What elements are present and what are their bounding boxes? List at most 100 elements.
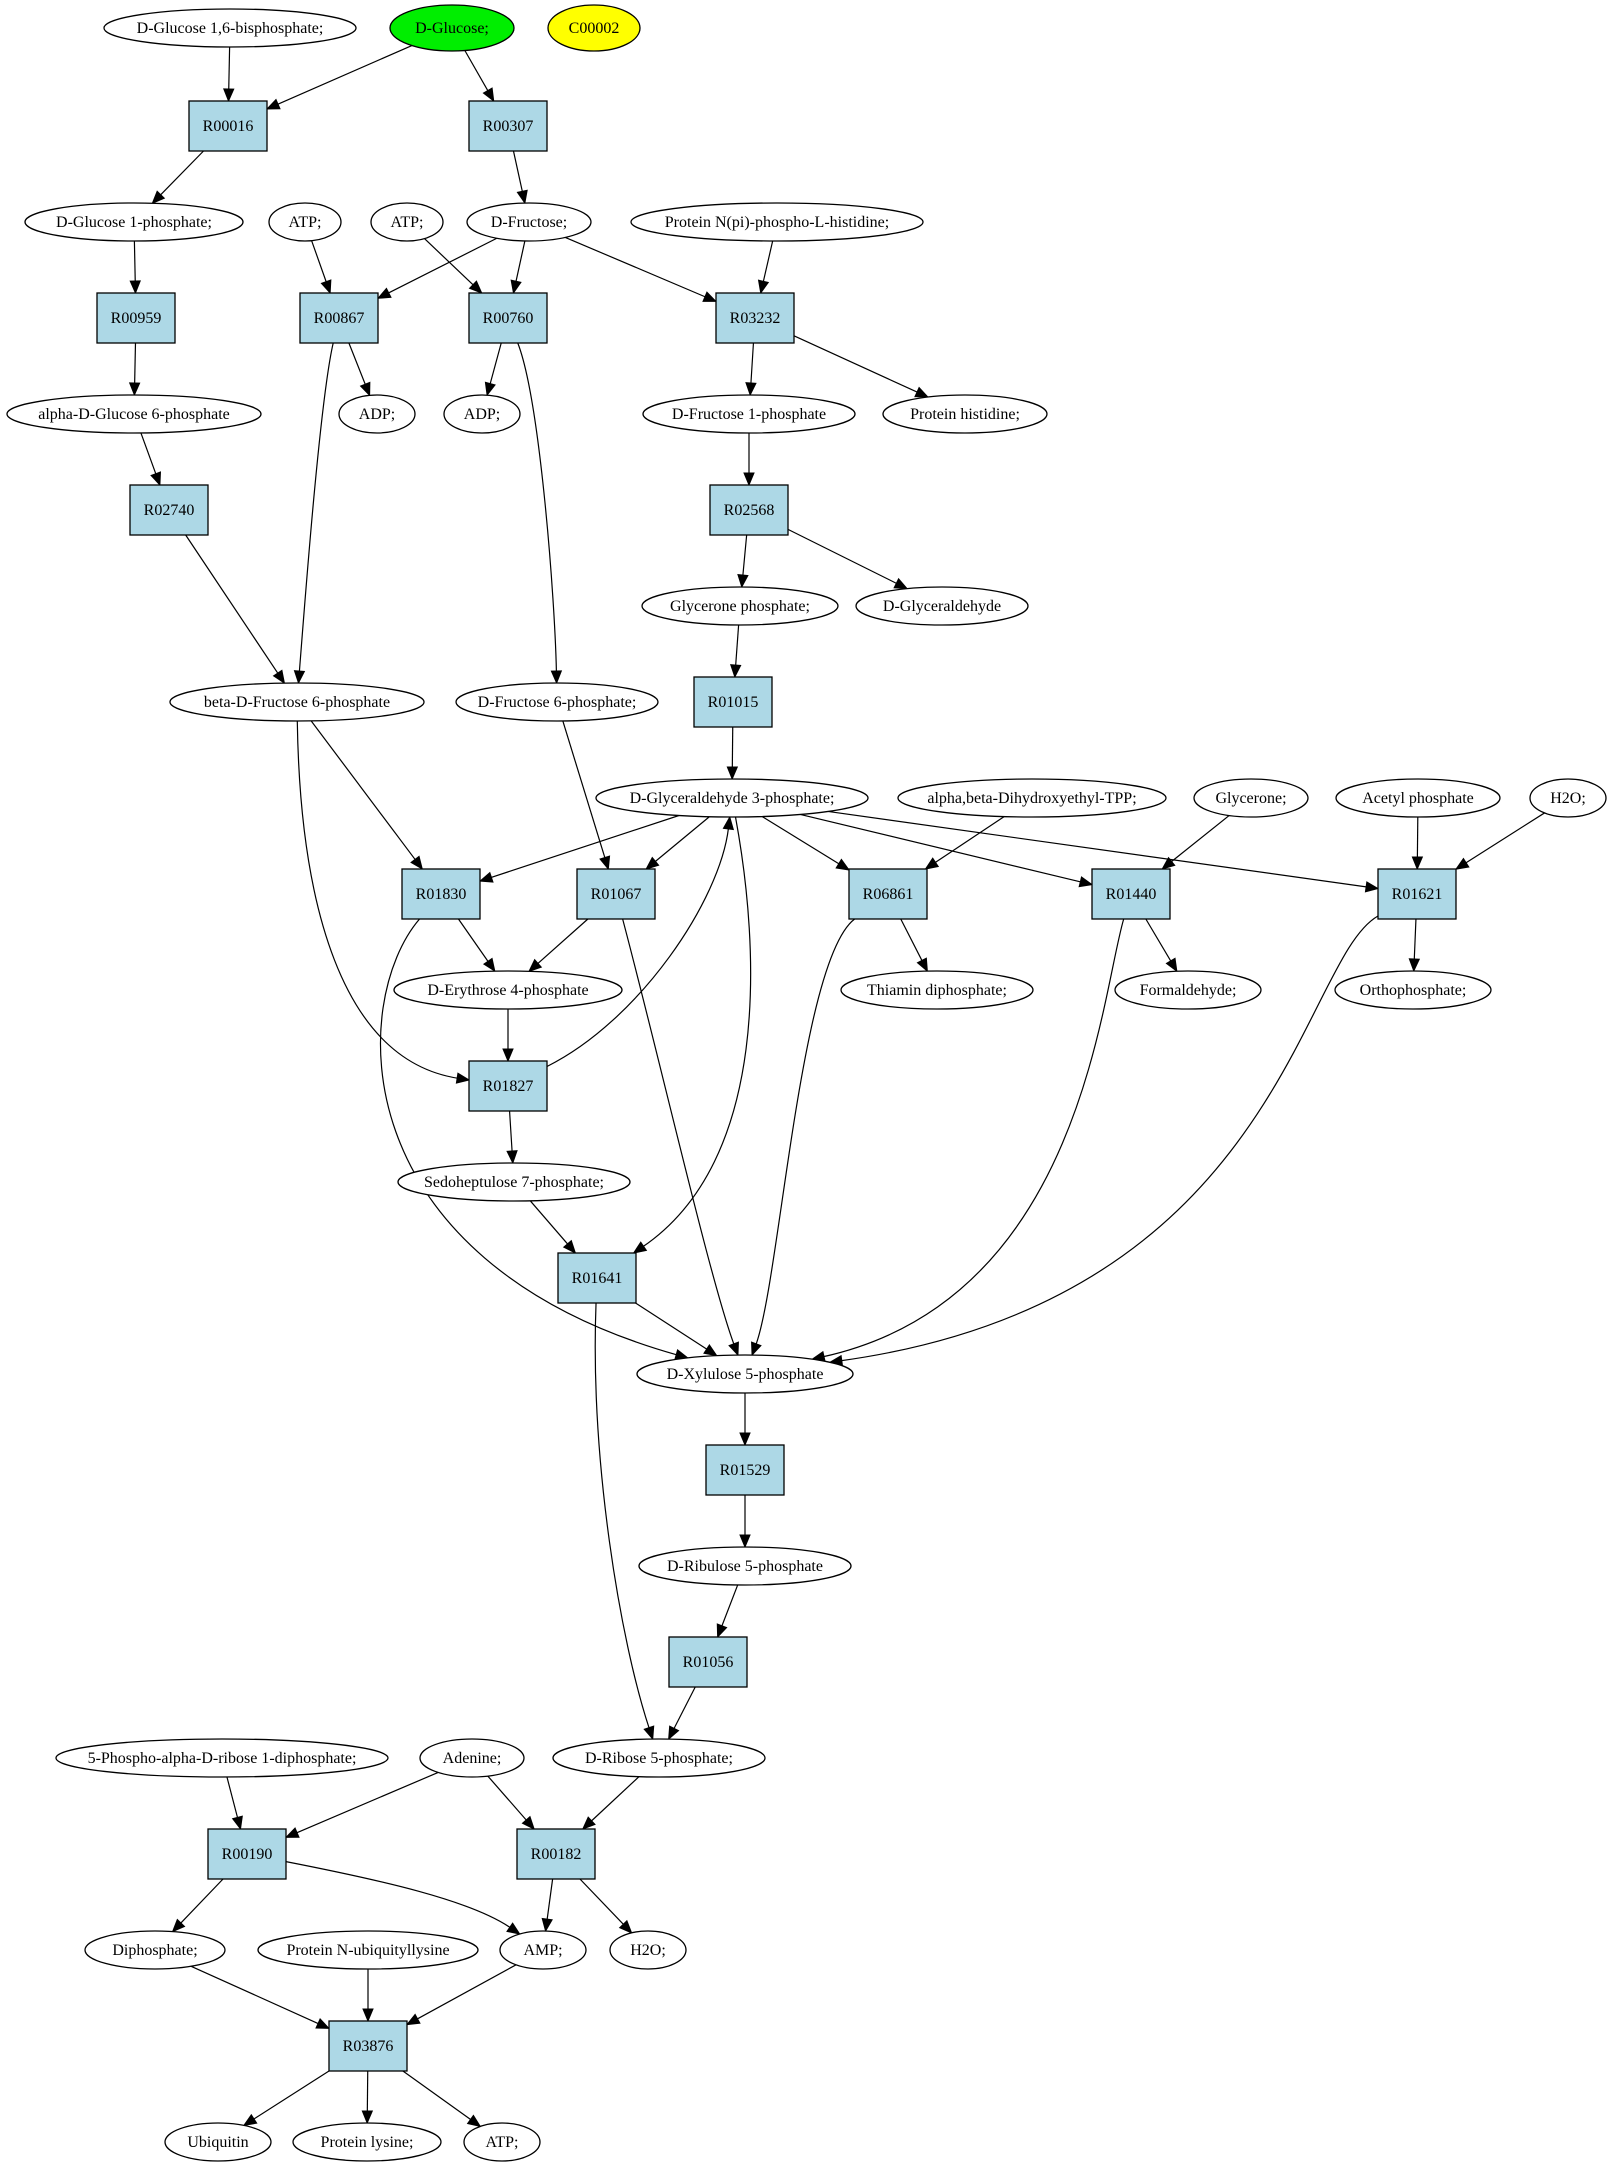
compound-node-c_h2o2[interactable]: H2O; [609, 1930, 687, 1970]
edge-c_s7p-to-r01641 [529, 1200, 577, 1254]
compound-node-c_diphos[interactable]: Diphosphate; [84, 1930, 226, 1970]
reaction-node-r00307[interactable]: R00307 [468, 100, 548, 152]
compound-node-c_h2o1[interactable]: H2O; [1529, 778, 1607, 818]
compound-node-c_aglc6p[interactable]: alpha-D-Glucose 6-phosphate [6, 394, 262, 434]
compound-node-c_glucose[interactable]: D-Glucose; [389, 4, 515, 52]
reaction-box [557, 1252, 637, 1304]
arrowhead-icon [643, 1725, 655, 1741]
compound-ellipse [164, 2122, 272, 2162]
node-label: Protein N-ubiquityllysine [286, 1942, 449, 1959]
arrowhead-icon [361, 2110, 374, 2125]
node-label: Ubiquitin [187, 2134, 248, 2151]
compound-node-c_glycerone[interactable]: Glycerone; [1193, 778, 1309, 818]
compound-node-c_fru1p[interactable]: D-Fructose 1-phosphate [642, 394, 856, 434]
edge-r00760-to-c_adp2 [484, 342, 502, 397]
reaction-node-r01056[interactable]: R01056 [668, 1636, 748, 1688]
compound-node-c_bfru6p[interactable]: beta-D-Fructose 6-phosphate [169, 682, 425, 722]
reaction-node-r01529[interactable]: R01529 [705, 1444, 785, 1496]
reaction-box [705, 1444, 785, 1496]
arrowhead-icon [171, 1918, 186, 1933]
edge-c_ru5p-to-r01056 [716, 1584, 739, 1639]
compound-node-c_prpp[interactable]: 5-Phospho-alpha-D-ribose 1-diphosphate; [55, 1738, 389, 1778]
reaction-node-r06861[interactable]: R06861 [848, 868, 928, 920]
reaction-node-r02740[interactable]: R02740 [129, 484, 209, 536]
reaction-node-r01067[interactable]: R01067 [576, 868, 656, 920]
compound-node-c_r5p[interactable]: D-Ribose 5-phosphate; [552, 1738, 766, 1778]
compound-ellipse [169, 682, 425, 722]
compound-node-c_fru6p[interactable]: D-Fructose 6-phosphate; [455, 682, 659, 722]
edge-r00190-to-c_diphos [171, 1878, 224, 1933]
reaction-node-r00182[interactable]: R00182 [516, 1828, 596, 1880]
compound-node-c_dhap[interactable]: Glycerone phosphate; [641, 586, 839, 626]
reaction-node-r01641[interactable]: R01641 [557, 1252, 637, 1304]
reaction-node-r03876[interactable]: R03876 [328, 2020, 408, 2072]
edge-c_e4p-to-r01827 [502, 1009, 514, 1063]
edge-c_fru6p-to-r01067 [562, 720, 611, 871]
compound-node-c_protnpi[interactable]: Protein N(pi)-phospho-L-histidine; [630, 202, 924, 242]
reaction-node-r00867[interactable]: R00867 [299, 292, 379, 344]
compound-node-c_c00002[interactable]: C00002 [547, 4, 641, 52]
reaction-node-r01440[interactable]: R01440 [1091, 868, 1171, 920]
compound-node-c_glc16bp[interactable]: D-Glucose 1,6-bisphosphate; [103, 8, 357, 48]
arrowhead-icon [315, 2018, 331, 2029]
compound-node-c_amp[interactable]: AMP; [499, 1930, 587, 1970]
compound-node-c_atp1[interactable]: ATP; [268, 202, 342, 242]
edge-r00760-to-c_fru6p [517, 342, 563, 685]
node-label: Diphosphate; [112, 1942, 197, 1959]
compound-node-c_atp3[interactable]: ATP; [463, 2122, 541, 2162]
edge-r01827-to-c_s7p [506, 1110, 518, 1165]
reaction-node-r03232[interactable]: R03232 [715, 292, 795, 344]
edge-line [761, 816, 840, 865]
edge-line [1464, 812, 1545, 864]
compound-node-c_protlys[interactable]: Protein lysine; [292, 2122, 442, 2162]
compound-node-c_thdp[interactable]: Thiamin diphosphate; [840, 970, 1034, 1010]
reaction-node-r01621[interactable]: R01621 [1377, 868, 1457, 920]
node-label: R00959 [111, 310, 162, 327]
edge-line [642, 816, 752, 1248]
compound-node-c_ubiq[interactable]: Ubiquitin [164, 2122, 272, 2162]
reaction-box [299, 292, 379, 344]
reaction-node-r01015[interactable]: R01015 [693, 676, 773, 728]
compound-node-c_adp2[interactable]: ADP; [443, 394, 521, 434]
compound-node-c_s7p[interactable]: Sedoheptulose 7-phosphate; [397, 1162, 631, 1202]
compound-ellipse [419, 1738, 525, 1778]
reaction-node-r01827[interactable]: R01827 [468, 1060, 548, 1112]
reaction-node-r00760[interactable]: R00760 [468, 292, 548, 344]
compound-node-c_glyald[interactable]: D-Glyceraldehyde [855, 586, 1029, 626]
compound-node-c_atp2[interactable]: ATP; [370, 202, 444, 242]
compound-node-c_protnub[interactable]: Protein N-ubiquityllysine [257, 1930, 479, 1970]
node-label: Adenine; [443, 1750, 502, 1767]
edge-r03876-to-c_atp3 [402, 2070, 482, 2128]
compound-node-c_fructose[interactable]: D-Fructose; [466, 202, 592, 242]
node-label: R00190 [222, 1846, 273, 1863]
arrowhead-icon [1454, 857, 1470, 870]
compound-node-c_adenine[interactable]: Adenine; [419, 1738, 525, 1778]
compound-node-c_glc1p[interactable]: D-Glucose 1-phosphate; [24, 202, 244, 242]
node-label: ATP; [486, 2134, 519, 2151]
compound-node-c_e4p[interactable]: D-Erythrose 4-phosphate [393, 970, 623, 1010]
compound-node-c_adp1[interactable]: ADP; [338, 394, 416, 434]
edge-line [755, 918, 856, 1345]
compound-node-c_acetylp[interactable]: Acetyl phosphate [1335, 778, 1501, 818]
reaction-node-r01830[interactable]: R01830 [401, 868, 481, 920]
node-label: Formaldehyde; [1140, 982, 1237, 999]
compound-node-c_prothis[interactable]: Protein histidine; [882, 394, 1048, 434]
reaction-node-r00016[interactable]: R00016 [188, 100, 268, 152]
edge-line [134, 342, 137, 385]
edge-line [379, 918, 678, 1356]
reaction-node-r00959[interactable]: R00959 [96, 292, 176, 344]
arrowhead-icon [129, 280, 141, 295]
compound-node-c_ortho[interactable]: Orthophosphate; [1334, 970, 1492, 1010]
compound-node-c_xu5p[interactable]: D-Xylulose 5-phosphate [636, 1354, 854, 1394]
edge-line [654, 816, 710, 863]
compound-node-c_abdhe[interactable]: alpha,beta-Dihydroxyethyl-TPP; [897, 778, 1167, 818]
edge-line [416, 1964, 517, 2020]
compound-ellipse [1335, 778, 1501, 818]
compound-node-c_formald[interactable]: Formaldehyde; [1114, 970, 1262, 1010]
arrowhead-icon [1408, 958, 1421, 973]
compound-node-c_gap[interactable]: D-Glyceraldehyde 3-phosphate; [595, 778, 869, 818]
reaction-node-r02568[interactable]: R02568 [709, 484, 789, 536]
node-label: R01641 [572, 1270, 623, 1287]
compound-node-c_ru5p[interactable]: D-Ribulose 5-phosphate [638, 1546, 852, 1586]
reaction-node-r00190[interactable]: R00190 [207, 1828, 287, 1880]
